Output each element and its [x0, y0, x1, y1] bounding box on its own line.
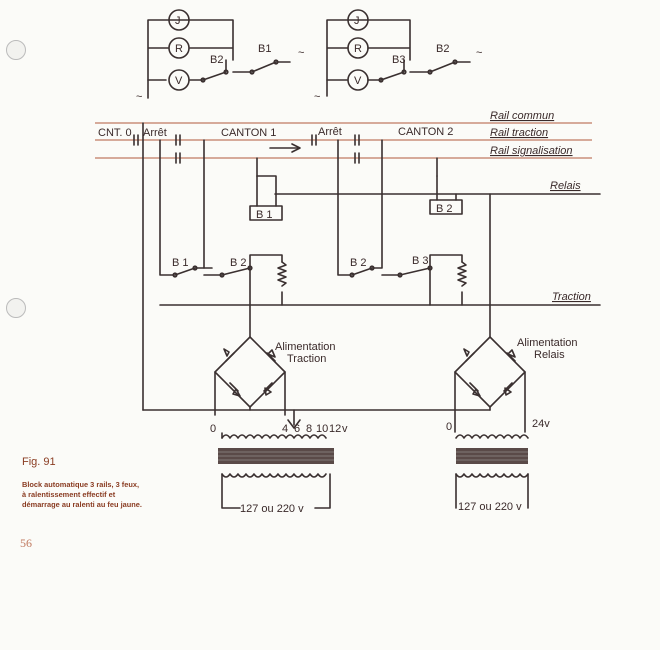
relais-label: Relais	[550, 180, 581, 192]
rails: Rail commun Rail traction Rail signalisa…	[95, 110, 592, 164]
lamp-r-label: R	[175, 43, 183, 55]
contact-label-b3: B3	[392, 54, 405, 66]
lamp-v-label: V	[175, 75, 183, 87]
lamp-r-right	[347, 37, 369, 59]
lamp-j-label: J	[354, 15, 360, 27]
section-canton-2: CANTON 2	[398, 126, 453, 138]
tap-4: 4	[282, 423, 288, 435]
rail-commun-label: Rail commun	[490, 110, 554, 122]
relais-bus: Relais B 1 B 2	[249, 157, 601, 221]
transformer-primary-traction	[221, 473, 327, 478]
traction-bus: Traction	[159, 193, 601, 338]
transformer-secondary-traction	[221, 434, 327, 439]
page-number: 56	[20, 536, 32, 550]
contact-label-b1: B1	[258, 43, 271, 55]
section-canton-1: CANTON 1	[221, 127, 276, 139]
binder-hole	[6, 298, 26, 318]
relay-b2-label: B 2	[436, 203, 453, 215]
tap-unit: v	[342, 423, 348, 435]
relay-b1-coil	[249, 205, 283, 221]
resistor-right	[457, 261, 467, 287]
tap-0: 0	[210, 423, 216, 435]
lamp-v-label: V	[354, 75, 362, 87]
transformer-primary-relais	[455, 473, 529, 478]
figure-caption: Block automatique 3 rails, 3 feux, à ral…	[22, 480, 142, 509]
lamp-r-label: R	[354, 43, 362, 55]
lamp-j-right	[347, 9, 369, 31]
tap-10: 10	[316, 423, 328, 435]
lamp-j-label: J	[175, 15, 181, 27]
lamp-j-left	[168, 9, 190, 31]
tap-6: 6	[294, 423, 300, 435]
lamp-v-left	[168, 69, 190, 91]
supply-tilde: ~	[314, 91, 320, 103]
traction-supply-label-1: Alimentation	[275, 341, 336, 353]
tap-0-relais: 0	[446, 421, 452, 433]
supply-tilde: ~	[298, 47, 304, 59]
rail-traction-label: Rail traction	[490, 127, 548, 139]
contact-b1-label: B 1	[172, 257, 189, 269]
signal-head-right: J R V B3 B2 ~ ~	[314, 9, 482, 103]
transformer-secondary-relais	[455, 434, 529, 439]
binder-hole	[6, 40, 26, 60]
mains-label-traction: 127 ou 220 v	[240, 503, 304, 515]
relay-b1-label: B 1	[256, 209, 273, 221]
contact-b2b-label: B 2	[350, 257, 367, 269]
contact-b3-label: B 3	[412, 255, 429, 267]
tap-8: 8	[306, 423, 312, 435]
lamp-v-right	[347, 69, 369, 91]
bridge-rectifier-relais	[454, 336, 526, 408]
relais-supply-label-2: Relais	[534, 349, 565, 361]
supply-tilde: ~	[136, 91, 142, 103]
mains-label-relais: 127 ou 220 v	[458, 501, 522, 513]
tap-24v: 24v	[532, 418, 550, 430]
contact-label-b2: B2	[210, 54, 223, 66]
lamp-r-left	[168, 37, 190, 59]
rail-signalisation-label: Rail signalisation	[490, 145, 573, 157]
signal-head-left: J R V B2 B1 ~ ~	[136, 9, 304, 103]
section-arret-1: Arrêt	[143, 127, 167, 139]
relais-supply: Alimentation Relais 0 24v 127 ou 220 v	[446, 336, 578, 513]
tap-12: 12	[329, 423, 341, 435]
section-cnt0: CNT. 0	[98, 127, 132, 139]
figure-number: Fig. 91	[22, 456, 56, 468]
traction-contacts: B 1 B 2 B 2 B 3	[142, 122, 467, 411]
supply-tilde: ~	[476, 47, 482, 59]
relais-supply-label-1: Alimentation	[517, 337, 578, 349]
traction-supply-label-2: Traction	[287, 353, 326, 365]
resistor-left	[277, 261, 287, 287]
relay-b2-coil	[429, 199, 463, 215]
section-arret-2: Arrêt	[318, 126, 342, 138]
contact-b2a-label: B 2	[230, 257, 247, 269]
traction-label: Traction	[552, 291, 591, 303]
contact-label-b2: B2	[436, 43, 449, 55]
traction-supply: Alimentation Traction 0 4 6 8 10 12 v 12…	[142, 336, 491, 515]
